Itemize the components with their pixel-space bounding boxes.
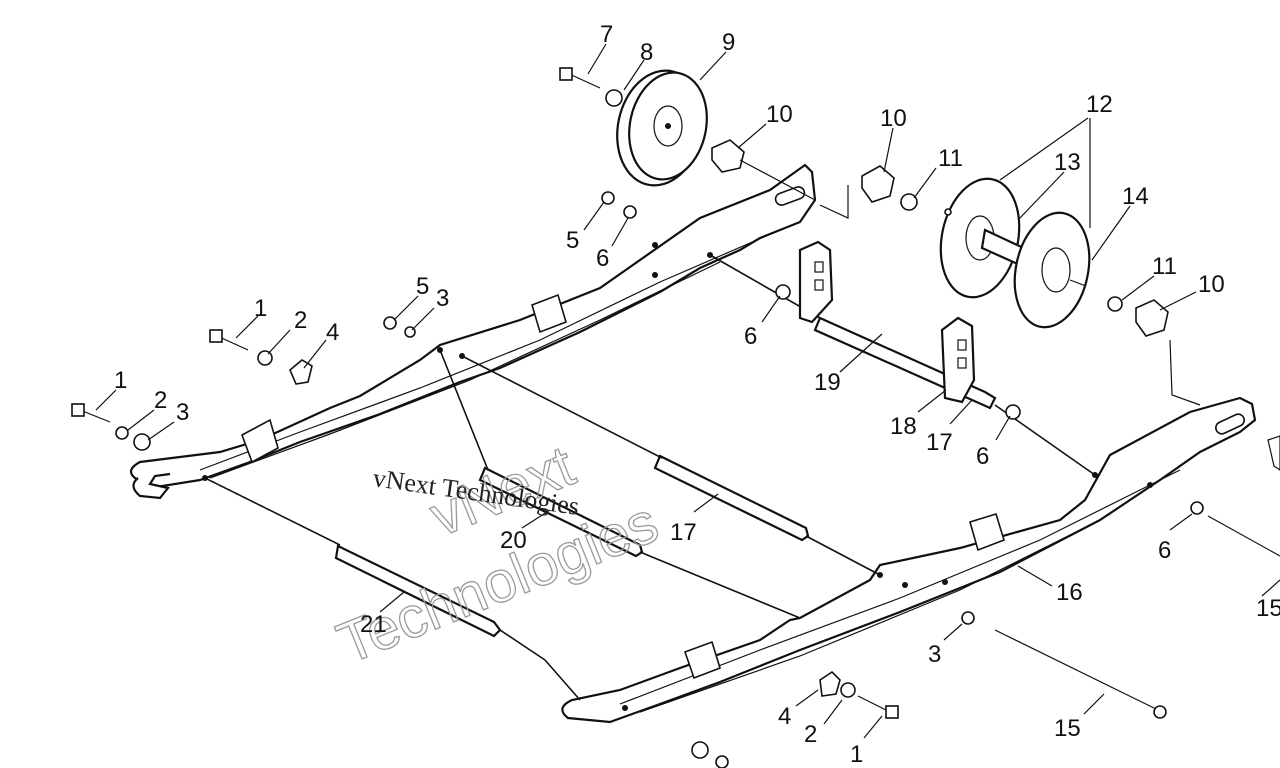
- callout-3: 3: [436, 285, 449, 312]
- callout-2: 2: [154, 387, 167, 414]
- callout-2: 2: [804, 721, 817, 748]
- leader-lines: [95, 43, 1280, 739]
- callout-14: 14: [1122, 183, 1149, 210]
- callout-3: 3: [176, 399, 189, 426]
- callout-20: 20: [500, 527, 527, 554]
- callout-10: 10: [766, 101, 793, 128]
- callout-15: 15: [1256, 595, 1280, 622]
- callout-15: 15: [1054, 715, 1081, 742]
- callout-6: 6: [1158, 537, 1171, 564]
- idler-wheel: [559, 67, 918, 219]
- hardware: [71, 191, 1280, 768]
- callout-17: 17: [670, 519, 697, 546]
- callout-6: 6: [596, 245, 609, 272]
- callout-6: 6: [744, 323, 757, 350]
- lower-rail: [561, 396, 1257, 724]
- callout-4: 4: [326, 319, 339, 346]
- callout-13: 13: [1054, 149, 1081, 176]
- callout-2: 2: [294, 307, 307, 334]
- callout-11: 11: [1152, 253, 1177, 280]
- callout-4: 4: [778, 703, 791, 730]
- callout-5: 5: [416, 273, 429, 300]
- callout-10: 10: [880, 105, 907, 132]
- callout-5: 5: [566, 227, 579, 254]
- callout-19: 19: [814, 369, 841, 396]
- axle-brackets: [798, 240, 976, 404]
- callout-9: 9: [722, 29, 735, 56]
- callout-8: 8: [640, 39, 653, 66]
- callout-17: 17: [926, 429, 953, 456]
- callout-16: 16: [1056, 579, 1083, 606]
- callout-21: 21: [360, 611, 387, 638]
- callout-11: 11: [938, 145, 963, 172]
- callout-1: 1: [114, 367, 127, 394]
- callout-3: 3: [928, 641, 941, 668]
- callouts: 7 8 9 10 10 11 12 13 14 11 10 5 6 6 5 3 …: [114, 21, 1280, 768]
- callout-7: 7: [600, 21, 613, 48]
- callout-12: 12: [1086, 91, 1113, 118]
- dual-wheel-set: [939, 177, 1201, 406]
- watermark: vNext Technologies vNext Technologies: [328, 433, 668, 678]
- callout-1: 1: [850, 741, 863, 768]
- upper-rail: [129, 163, 817, 500]
- callout-10: 10: [1198, 271, 1225, 298]
- callout-6: 6: [976, 443, 989, 470]
- callout-1: 1: [254, 295, 267, 322]
- callout-18: 18: [890, 413, 917, 440]
